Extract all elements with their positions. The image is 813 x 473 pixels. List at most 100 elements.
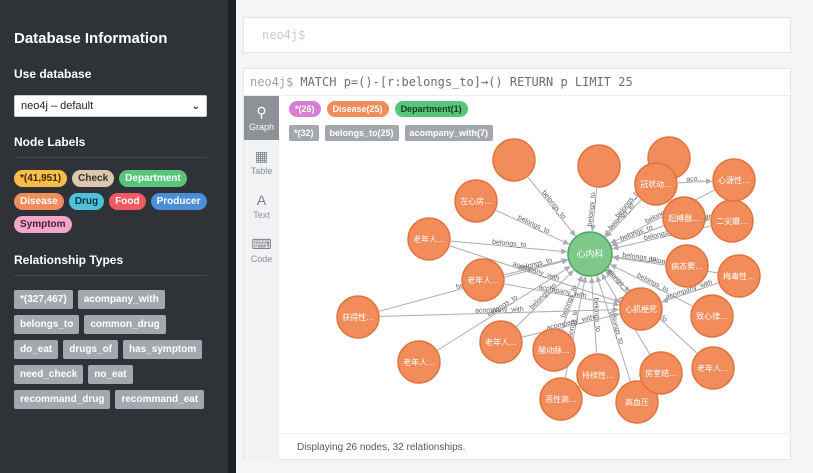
relationship-edge[interactable] bbox=[588, 276, 598, 354]
node-circle[interactable] bbox=[539, 377, 583, 421]
node-circle[interactable] bbox=[532, 328, 576, 372]
relationship-edge[interactable] bbox=[450, 240, 568, 255]
disease-node[interactable]: 左心房... bbox=[454, 179, 498, 223]
node-circle[interactable] bbox=[454, 179, 498, 223]
node-label-pill[interactable]: Symptom bbox=[14, 216, 72, 233]
relationship-type-pill[interactable]: drugs_of bbox=[63, 340, 119, 359]
disease-node[interactable]: 梅毒性... bbox=[717, 254, 761, 298]
node-label-pill[interactable]: *(41,951) bbox=[14, 170, 68, 187]
node-circle[interactable] bbox=[691, 346, 735, 390]
relationship-edge[interactable] bbox=[527, 176, 576, 237]
view-button-table[interactable]: ▦Table bbox=[244, 140, 279, 184]
relationship-type-pill[interactable]: recommand_drug bbox=[14, 390, 111, 409]
node-circle[interactable] bbox=[336, 295, 380, 339]
disease-node[interactable]: 心肌梗死 bbox=[619, 287, 663, 331]
disease-node[interactable]: 获得性... bbox=[336, 295, 380, 339]
view-button-graph[interactable]: ⚲Graph bbox=[244, 96, 279, 140]
node-label-pill[interactable]: Check bbox=[72, 170, 115, 187]
disease-node[interactable]: 老年人... bbox=[397, 340, 441, 384]
disease-node[interactable]: 心源性... bbox=[712, 158, 756, 202]
relationship-edge[interactable] bbox=[504, 257, 568, 276]
relationship-edge[interactable] bbox=[516, 269, 574, 327]
node-circle[interactable] bbox=[619, 287, 663, 331]
disease-node[interactable]: 老年人... bbox=[479, 320, 523, 364]
legend-node-pill[interactable]: Disease(25) bbox=[326, 101, 389, 117]
relationship-edge[interactable] bbox=[595, 275, 631, 382]
department-node[interactable]: 心内科 bbox=[567, 231, 613, 277]
disease-node[interactable]: 老年人... bbox=[461, 258, 505, 302]
relationship-edge[interactable] bbox=[677, 178, 713, 185]
sidebar-resize-divider[interactable] bbox=[228, 0, 236, 473]
node-circle[interactable] bbox=[690, 294, 734, 338]
node-circle[interactable] bbox=[576, 353, 620, 397]
legend-node-pill[interactable]: Department(1) bbox=[394, 101, 468, 117]
node-circle[interactable] bbox=[577, 144, 621, 188]
node-circle[interactable] bbox=[712, 158, 756, 202]
relationship-type-pill[interactable]: has_symptom bbox=[123, 340, 203, 359]
node-label-pill[interactable]: Disease bbox=[14, 193, 64, 210]
view-button-code[interactable]: ⌨Code bbox=[244, 228, 279, 272]
node-circle[interactable] bbox=[461, 258, 505, 302]
node-circle[interactable] bbox=[665, 244, 709, 288]
relationship-edge[interactable] bbox=[495, 209, 570, 245]
disease-node[interactable]: 二尖瓣... bbox=[710, 199, 754, 243]
relationship-edge[interactable] bbox=[504, 283, 620, 307]
node-circle[interactable] bbox=[634, 162, 678, 206]
relationship-edge[interactable] bbox=[611, 225, 664, 247]
relationship-type-pill[interactable]: acompany_with bbox=[77, 290, 165, 309]
relationship-edge[interactable] bbox=[522, 312, 620, 338]
legend-relationship-pill[interactable]: acompany_with(7) bbox=[404, 125, 494, 141]
disease-node[interactable]: 老年人... bbox=[407, 217, 451, 261]
legend-node-pill[interactable]: *(26) bbox=[289, 101, 321, 117]
legend-relationship-pill[interactable]: *(32) bbox=[289, 125, 319, 141]
disease-node[interactable]: 酸动脉... bbox=[532, 328, 576, 372]
disease-node[interactable]: 房室结... bbox=[639, 351, 683, 395]
relationship-type-pill[interactable]: no_eat bbox=[88, 365, 133, 384]
relationship-type-pill[interactable]: need_check bbox=[14, 365, 84, 384]
relationship-edge[interactable] bbox=[610, 263, 693, 307]
disease-node[interactable] bbox=[577, 144, 621, 188]
disease-node[interactable]: 恶性高... bbox=[539, 377, 583, 421]
disease-node[interactable]: 持续性... bbox=[576, 353, 620, 397]
relationship-edge[interactable] bbox=[589, 187, 598, 232]
relationship-edge[interactable] bbox=[379, 306, 620, 317]
disease-node[interactable] bbox=[492, 138, 536, 182]
legend-relationship-pill[interactable]: belongs_to(25) bbox=[324, 125, 399, 141]
relationship-type-pill[interactable]: common_drug bbox=[84, 315, 166, 334]
disease-node[interactable]: 起搏器... bbox=[662, 196, 706, 240]
node-circle[interactable] bbox=[407, 217, 451, 261]
node-label-pill[interactable]: Food bbox=[109, 193, 146, 210]
relationship-edge[interactable] bbox=[605, 270, 627, 294]
relationship-edge[interactable] bbox=[449, 245, 621, 304]
database-select[interactable]: neo4j – default ⌄ bbox=[14, 95, 207, 117]
relationship-edge[interactable] bbox=[661, 282, 719, 303]
node-label-pill[interactable]: Producer bbox=[150, 193, 207, 210]
relationship-edge[interactable] bbox=[437, 265, 571, 351]
relationship-edge[interactable] bbox=[561, 275, 583, 330]
node-circle[interactable] bbox=[492, 138, 536, 182]
relationship-type-pill[interactable]: recommand_eat bbox=[115, 390, 205, 409]
relationship-type-pill[interactable]: *(327,467) bbox=[14, 290, 73, 309]
relationship-edge[interactable] bbox=[612, 254, 666, 264]
disease-node[interactable]: 致心律... bbox=[690, 294, 734, 338]
node-label-pill[interactable]: Drug bbox=[68, 193, 105, 210]
disease-node[interactable]: 老年人... bbox=[691, 346, 735, 390]
node-circle[interactable] bbox=[479, 320, 523, 364]
node-circle[interactable] bbox=[662, 196, 706, 240]
node-circle[interactable] bbox=[639, 351, 683, 395]
node-circle[interactable] bbox=[717, 254, 761, 298]
node-label-pill[interactable]: Department bbox=[119, 170, 187, 187]
graph-canvas[interactable]: belongs_tobelongs_tobelongs_tobelongs_to… bbox=[279, 96, 791, 433]
relationship-edge[interactable] bbox=[605, 199, 642, 238]
frame-query-header[interactable]: neo4j$ MATCH p=()-[r:belongs_to]→() RETU… bbox=[244, 69, 790, 96]
disease-node[interactable]: 高血压 bbox=[615, 380, 659, 424]
relationship-type-pill[interactable]: belongs_to bbox=[14, 315, 80, 334]
node-circle[interactable] bbox=[567, 231, 613, 277]
node-circle[interactable] bbox=[615, 380, 659, 424]
relationship-type-pill[interactable]: do_eat bbox=[14, 340, 59, 359]
disease-node[interactable]: 冠状动... bbox=[634, 162, 678, 206]
query-editor[interactable]: neo4j$ bbox=[243, 17, 791, 53]
disease-node[interactable]: 病态窦... bbox=[665, 244, 709, 288]
